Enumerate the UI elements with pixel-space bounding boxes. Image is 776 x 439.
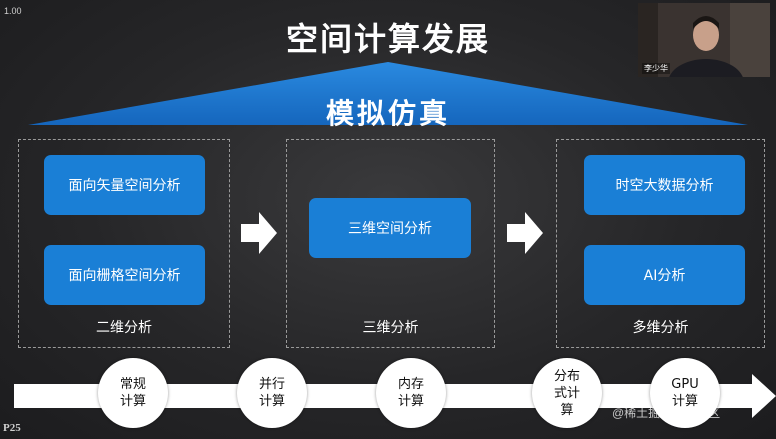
- participant-name: 李少华: [642, 63, 670, 74]
- person-avatar-icon: [638, 3, 770, 77]
- 3d-analysis-box: 三维空间分析: [309, 198, 471, 258]
- timeline-step: 内存计算: [376, 358, 446, 428]
- timeline-step: 并行计算: [237, 358, 307, 428]
- right-arrow-icon: [241, 212, 277, 254]
- group-3d: 三维空间分析 三维分析: [286, 139, 495, 348]
- group-multidim: 时空大数据分析 AI分析 多维分析: [556, 139, 765, 348]
- spatiotemporal-bigdata-box: 时空大数据分析: [584, 155, 745, 215]
- zoom-level: 1.00: [4, 6, 22, 16]
- roof-label: 模拟仿真: [325, 97, 450, 130]
- group-label: 三维分析: [362, 320, 419, 336]
- group-label: 多维分析: [632, 320, 689, 336]
- watermark: @稀土掘金技术社区: [612, 406, 721, 420]
- vector-analysis-box: 面向矢量空间分析: [44, 155, 205, 215]
- participant-video[interactable]: 李少华: [638, 3, 770, 77]
- ai-analysis-box: AI分析: [584, 245, 745, 305]
- timeline-step: 常规计算: [98, 358, 168, 428]
- roof-shape: [28, 62, 748, 125]
- timeline-step: 分布式计算: [532, 358, 602, 428]
- page-number: P25: [3, 422, 21, 434]
- raster-analysis-box: 面向栅格空间分析: [44, 245, 205, 305]
- right-arrow-icon: [507, 212, 543, 254]
- group-label: 二维分析: [96, 320, 152, 336]
- group-2d: 面向矢量空间分析 面向栅格空间分析 二维分析: [18, 139, 230, 348]
- slide-title: 空间计算发展: [285, 20, 490, 58]
